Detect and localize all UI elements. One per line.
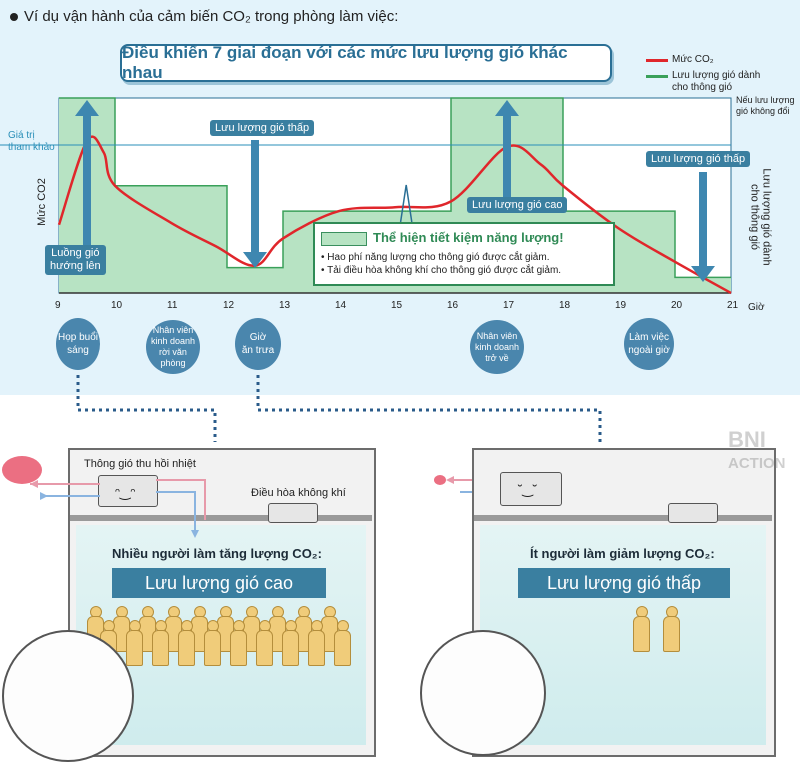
ceiling-left — [70, 515, 372, 521]
person-icon — [125, 620, 143, 666]
person-icon — [662, 606, 680, 652]
x-tick-label: 16 — [447, 300, 459, 311]
vent-unit-right-icon — [500, 472, 562, 506]
right-room-caption: Ít người làm giảm lượng CO₂: — [530, 546, 715, 561]
person-icon — [151, 620, 169, 666]
x-tick-label: 21 — [727, 300, 739, 311]
left-room-caption: Nhiều người làm tăng lượng CO₂: — [112, 546, 322, 561]
x-tick-label: 11 — [167, 300, 178, 311]
legend-airflow-swatch — [646, 75, 668, 78]
x-tick-label: 10 — [111, 300, 123, 311]
ac-unit-right-icon — [668, 503, 718, 523]
event-connectors — [76, 375, 602, 442]
ceiling-right — [474, 515, 772, 521]
arrow-up-1-head — [75, 100, 99, 116]
legend-co2-swatch — [646, 59, 668, 62]
x-tick-label: 19 — [615, 300, 627, 311]
saving-line-2: • Tải điều hòa không khí cho thông gió đ… — [321, 265, 562, 276]
x-tick-label: 20 — [671, 300, 683, 311]
person-icon — [255, 620, 273, 666]
x-tick-label: 13 — [279, 300, 291, 311]
co2-line — [57, 135, 732, 295]
x-tick-label: 18 — [559, 300, 571, 311]
ac-unit-icon — [268, 503, 318, 523]
desk-illustration — [420, 630, 546, 756]
arrow-up-2-head — [495, 100, 519, 116]
person-icon — [216, 606, 234, 652]
callout-pointer — [399, 184, 413, 223]
bullet-icon — [10, 13, 18, 22]
ac-label: Điều hòa không khí — [251, 487, 346, 499]
vent-label: Thông gió thu hồi nhiệt — [84, 458, 196, 470]
airflow-line — [59, 97, 731, 279]
low-flow-banner: Lưu lượng gió thấp — [518, 568, 730, 598]
low-flow-label-1: Lưu lượng gió thấp — [210, 120, 315, 136]
person-icon — [294, 606, 312, 652]
x-tick-label: 12 — [223, 300, 235, 311]
saving-swatch — [321, 232, 367, 246]
arrow-down-1-head — [243, 252, 267, 268]
section-heading: Ví dụ vận hành của cảm biến CO₂ trong ph… — [10, 8, 398, 25]
person-icon — [632, 606, 650, 652]
title-box: Điều khiển 7 giai đoạn với các mức lưu l… — [120, 43, 612, 82]
saving-line-1: • Hao phí năng lượng cho thông gió được … — [321, 252, 550, 263]
low-flow-label-2: Lưu lượng gió thấp — [646, 151, 751, 167]
vent-face-right-icon: ˘‿˘ — [518, 482, 538, 497]
meeting-illustration — [2, 630, 134, 762]
person-icon — [307, 620, 325, 666]
saving-title: Thể hiện tiết kiệm năng lượng! — [373, 230, 564, 245]
person-icon — [177, 620, 195, 666]
legend-co2-label: Mức CO₂ — [672, 54, 714, 65]
person-icon — [281, 620, 299, 666]
energy-saving-box: Thể hiện tiết kiệm năng lượng! • Hao phí… — [313, 222, 615, 286]
high-flow-banner: Lưu lượng gió cao — [112, 568, 326, 598]
co2-chart — [0, 97, 732, 295]
x-axis-unit: Giờ — [748, 302, 765, 313]
person-icon — [333, 620, 351, 666]
high-flow-label: Lưu lượng gió cao — [467, 197, 568, 213]
y-axis-left-label: Mức CO2 — [35, 178, 48, 226]
x-tick-label: 14 — [335, 300, 347, 311]
person-icon — [203, 620, 221, 666]
arrow-down-2-head — [691, 266, 715, 282]
x-tick-label: 15 — [391, 300, 403, 311]
x-tick-label: 9 — [55, 300, 61, 311]
person-icon — [229, 620, 247, 666]
x-tick-label: 17 — [503, 300, 515, 311]
vent-face-icon: ᵔ‿ᵔ — [115, 485, 136, 500]
